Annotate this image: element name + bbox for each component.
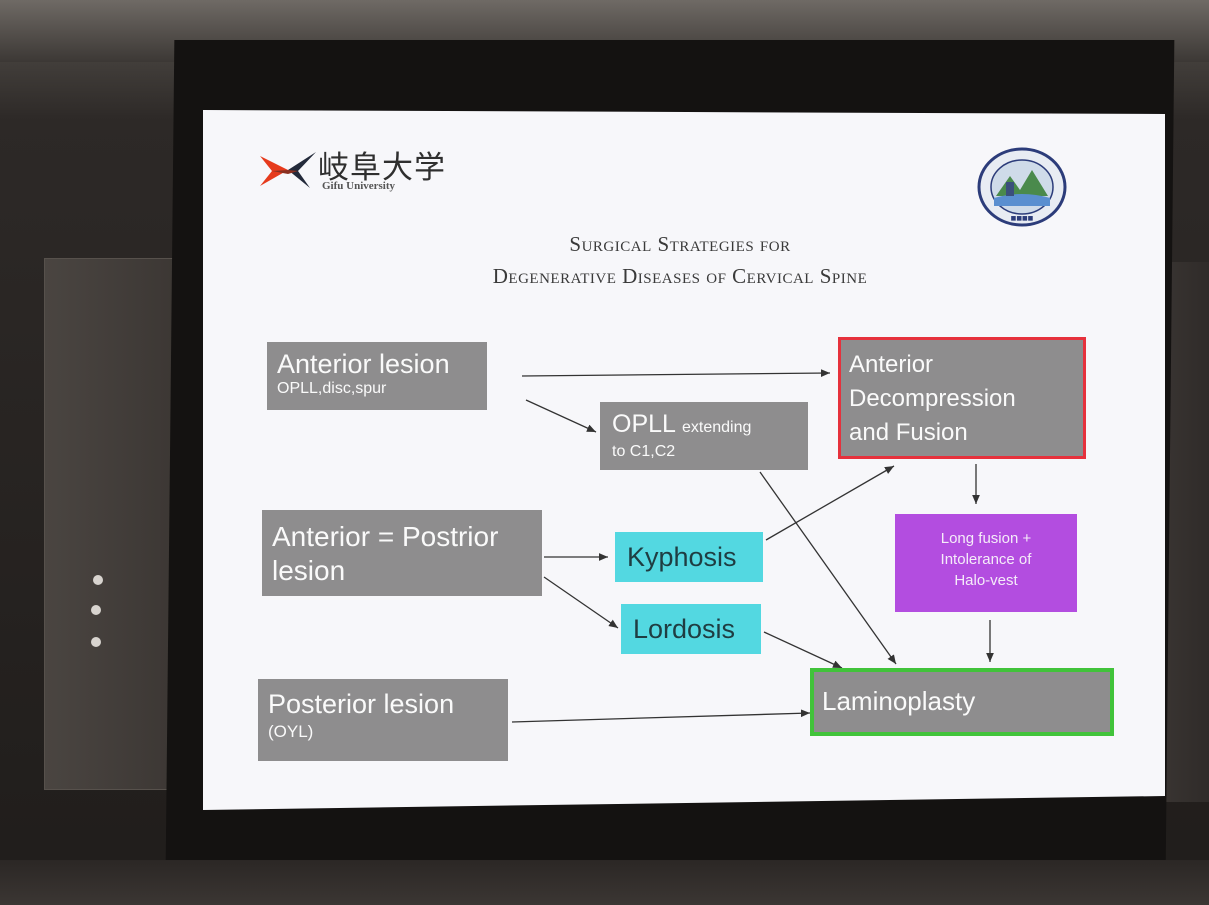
node-anterior-posterior-lesion: Anterior = Postrior lesion	[262, 510, 542, 596]
node-anterior-lesion-subtitle: OPLL,disc,spur	[277, 380, 387, 397]
gifu-university-logo-icon	[260, 152, 316, 188]
node-laminoplasty: Laminoplasty	[810, 668, 1114, 736]
node-lordosis: Lordosis	[621, 604, 761, 654]
wall-switch-dot	[91, 605, 101, 615]
logo-english-name: Gifu University	[322, 180, 396, 192]
arrow-kyphosis-to-decompression	[765, 465, 895, 541]
arrow-lordosis-to-laminoplasty	[763, 631, 843, 669]
node-opll-extending: OPLL extending to C1,C2	[600, 402, 808, 470]
svg-text:■■■■: ■■■■	[1011, 215, 1034, 222]
node-anterior-lesion-title: Anterior lesion	[277, 349, 450, 379]
node-lordosis-label: Lordosis	[633, 614, 736, 644]
node-posterior-lesion-title: Posterior lesion	[268, 689, 455, 719]
node-long-fusion-line-3: Halo-vest	[954, 572, 1018, 589]
node-long-fusion-line-2: Intolerance of	[940, 551, 1032, 568]
node-anterior-decompression-line-2: Decompression	[849, 385, 1016, 412]
arrow-posterior-to-laminoplasty	[511, 709, 811, 723]
arrow-anterior-to-opll	[525, 399, 597, 433]
node-anterior-decompression-line-1: Anterior	[849, 351, 934, 378]
node-anterior-posterior-line-2: lesion	[272, 555, 346, 586]
arrow-ap-lesion-to-lordosis	[543, 576, 619, 629]
wall-switch-dot	[93, 575, 103, 585]
slide-title-line-2: Degenerative Diseases of Cervical Spine	[492, 264, 868, 288]
node-opll-subtitle: to C1,C2	[612, 443, 676, 460]
node-opll-title: OPLL extending	[612, 410, 808, 442]
wall-switch-dot	[91, 637, 101, 647]
node-laminoplasty-label: Laminoplasty	[822, 686, 976, 716]
slide-title-line-1: Surgical Strategies for	[569, 232, 791, 256]
node-long-fusion-line-1: Long fusion +	[940, 530, 1032, 547]
node-posterior-lesion-subtitle: (OYL)	[268, 722, 314, 741]
node-long-fusion: Long fusion + Intolerance of Halo-vest	[895, 514, 1077, 612]
university-seal-icon: ■■■■	[977, 147, 1067, 227]
node-anterior-posterior-line-1: Anterior = Postrior	[272, 521, 499, 552]
node-kyphosis-label: Kyphosis	[627, 542, 737, 572]
node-anterior-decompression-fusion: Anterior Decompression and Fusion	[838, 337, 1086, 459]
floor	[0, 860, 1209, 905]
logo-japanese-name: 岐阜大学	[318, 150, 446, 186]
node-anterior-lesion: Anterior lesion OPLL,disc,spur	[267, 342, 487, 410]
node-kyphosis: Kyphosis	[615, 532, 763, 582]
arrow-anterior-to-decompression	[521, 369, 831, 377]
node-anterior-decompression-line-3: and Fusion	[849, 419, 968, 446]
node-posterior-lesion: Posterior lesion (OYL)	[258, 679, 508, 761]
slide-title: Surgical Strategies for Degenerative Dis…	[380, 228, 980, 292]
arrow-opll-to-laminoplasty	[759, 471, 897, 665]
node-opll-main-suffix: extending	[681, 419, 752, 436]
node-opll-main: OPLL	[612, 410, 676, 438]
